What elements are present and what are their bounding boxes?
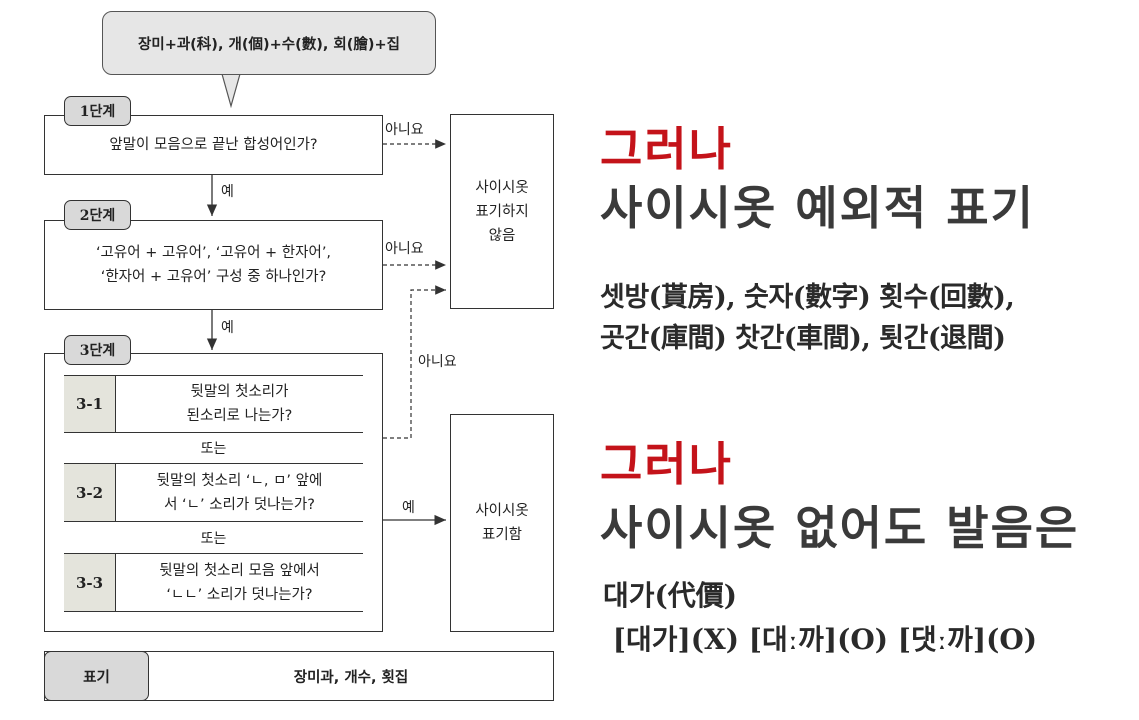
result-no-box: 사이시옷 표기하지 않음	[450, 114, 554, 309]
stage2-tab: 2단계	[64, 200, 131, 230]
section1-examples-line2: 곳간(庫間) 찻간(車間), 툇간(退間)	[600, 323, 1006, 354]
stage3-sub2-line2: 서 ‘ㄴ’ 소리가 덧나는가?	[164, 496, 315, 513]
bottom-text-wrap: 장미과, 개수, 횟집	[149, 652, 553, 700]
stage3-sub2-tag: 3-2	[64, 464, 116, 521]
yes-label-3: 예	[402, 500, 415, 516]
stage3-sub3-text: 뒷말의 첫소리 모음 앞에서 ‘ㄴㄴ’ 소리가 덧나는가?	[116, 554, 363, 611]
bottom-box: 표기 장미과, 개수, 횟집	[44, 651, 554, 701]
section2-pronunciation: [대가](X) [대ː까](O) [댓ː까](O)	[603, 623, 1037, 656]
stage3-sub1-tag: 3-1	[64, 376, 116, 432]
bottom-text: 장미과, 개수, 횟집	[293, 669, 409, 686]
stage3-sub1-line2: 된소리로 나는가?	[186, 408, 293, 424]
section2-heading: 사이시옷 없어도 발음은	[600, 501, 1080, 555]
result-yes-line2: 표기함	[481, 527, 523, 543]
stage3-sub1: 3-1 뒷말의 첫소리가 된소리로 나는가?	[64, 375, 363, 433]
stage3-sub3-line2: ‘ㄴㄴ’ 소리가 덧나는가?	[166, 586, 313, 603]
result-yes-box: 사이시옷 표기함	[450, 414, 554, 632]
top-bubble: 장미+과(科), 개(個)+수(數), 회(膾)+집	[102, 11, 436, 75]
top-bubble-text: 장미+과(科), 개(個)+수(數), 회(膾)+집	[138, 36, 400, 53]
stage3-sub3-tag: 3-3	[64, 554, 116, 611]
stage3-sub2-text: 뒷말의 첫소리 ‘ㄴ, ㅁ’ 앞에 서 ‘ㄴ’ 소리가 덧나는가?	[116, 464, 363, 521]
section1-examples-line1: 셋방(貰房), 숫자(數字) 횟수(回數),	[600, 282, 1015, 313]
arrow-no-3	[383, 285, 446, 439]
no-label-3: 아니요	[418, 354, 457, 370]
stage3-sub1-line1: 뒷말의 첫소리가	[190, 384, 289, 400]
bubble-tail	[221, 73, 241, 109]
stage3-sub3: 3-3 뒷말의 첫소리 모음 앞에서 ‘ㄴㄴ’ 소리가 덧나는가?	[64, 553, 363, 612]
stage3-sub3-line1: 뒷말의 첫소리 모음 앞에서	[159, 562, 320, 579]
stage1-box: 앞말이 모음으로 끝난 합성어인가?	[44, 115, 383, 175]
stage3-sub2-line1: 뒷말의 첫소리 ‘ㄴ, ㅁ’ 앞에	[156, 472, 323, 489]
stage2-box: ‘고유어 + 고유어’, ‘고유어 + 한자어’, ‘한자어 + 고유어’ 구성…	[44, 220, 383, 310]
no-label-2: 아니요	[385, 241, 424, 257]
section1-red-heading: 그러나	[600, 122, 733, 176]
stage1-question: 앞말이 모음으로 끝난 합성어인가?	[109, 137, 318, 153]
stage3-sub2: 3-2 뒷말의 첫소리 ‘ㄴ, ㅁ’ 앞에 서 ‘ㄴ’ 소리가 덧나는가?	[64, 463, 363, 522]
section1-heading: 사이시옷 예외적 표기	[600, 181, 1035, 235]
result-yes-line1: 사이시옷	[475, 503, 529, 519]
result-no-line2: 표기하지	[475, 203, 529, 220]
stage3-sub1-text: 뒷말의 첫소리가 된소리로 나는가?	[116, 376, 363, 432]
result-no-line3: 않음	[488, 227, 516, 244]
or-label-2: 또는	[200, 531, 227, 547]
bottom-tab: 표기	[44, 651, 149, 701]
section2-word: 대가(代價)	[603, 579, 738, 612]
stage3-tab: 3단계	[64, 335, 131, 365]
no-label-1: 아니요	[385, 122, 424, 138]
stage1-tab: 1단계	[64, 96, 131, 126]
yes-label-2: 예	[221, 320, 234, 336]
stage2-question-line1: ‘고유어 + 고유어’, ‘고유어 + 한자어’,	[95, 245, 332, 261]
section2-red-heading: 그러나	[600, 437, 733, 491]
result-no-line1: 사이시옷	[475, 179, 529, 196]
or-label-1: 또는	[200, 441, 227, 457]
bottom-tab-label: 표기	[83, 669, 110, 686]
yes-label-1: 예	[221, 184, 234, 200]
stage2-question-line2: ‘한자어 + 고유어’ 구성 중 하나인가?	[100, 269, 327, 285]
